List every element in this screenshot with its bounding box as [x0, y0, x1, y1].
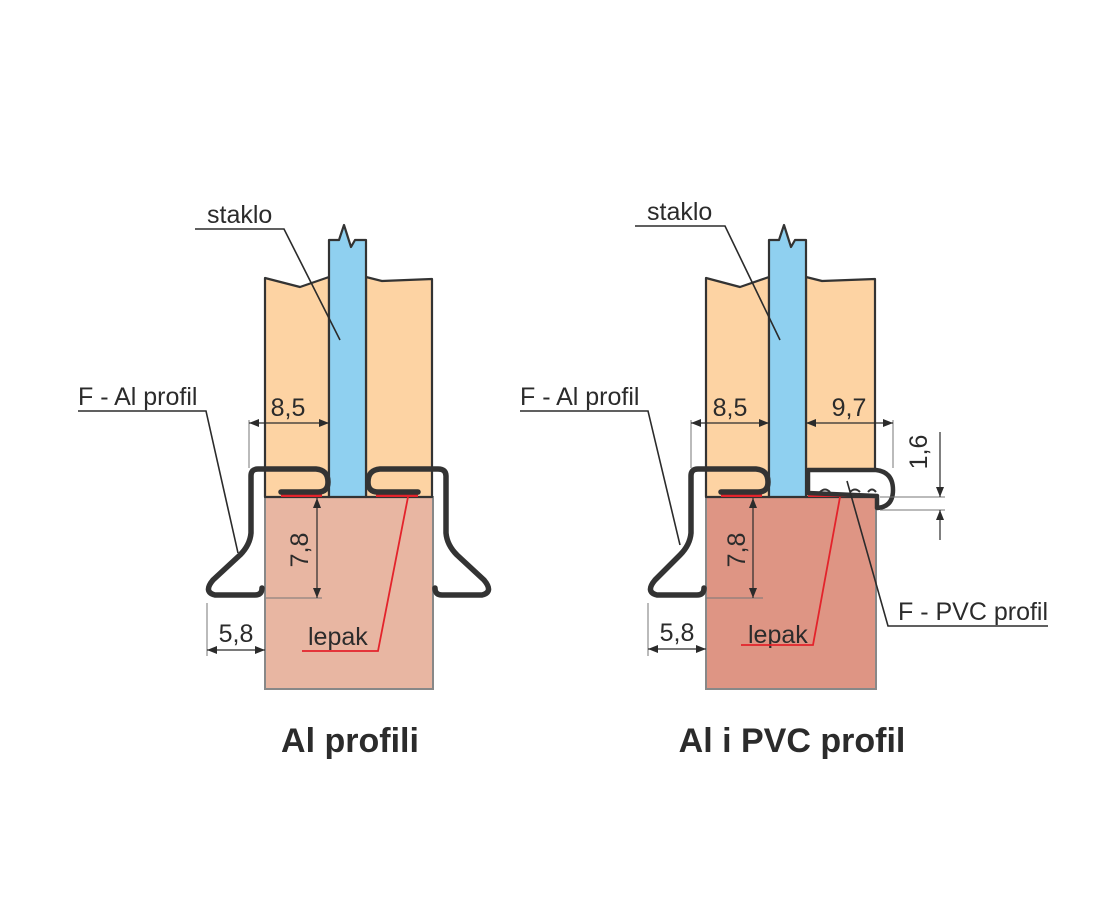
- right-dim-5-8: 5,8: [660, 619, 695, 647]
- right-detail: 8,5 9,7 1,6 7,8 5,8 staklo F - Al profil…: [520, 198, 1048, 760]
- right-base-block: [705, 496, 877, 690]
- right-label-staklo: staklo: [647, 198, 712, 226]
- left-leader-lepak: [302, 496, 409, 652]
- left-dim-8-5: 8,5: [271, 394, 306, 422]
- left-leader-al-profil: [78, 410, 239, 554]
- left-label-al-profil: F - Al profil: [78, 383, 197, 411]
- right-leader-al-profil: [520, 410, 681, 546]
- left-dim-5-8: 5,8: [219, 620, 254, 648]
- right-dim-8-5: 8,5: [713, 394, 748, 422]
- right-leader-staklo: [635, 225, 781, 341]
- right-leader-pvc-profil: [846, 480, 1048, 627]
- left-title: Al profili: [281, 722, 419, 760]
- right-al-profile: [647, 466, 771, 598]
- left-leader-staklo: [195, 228, 341, 341]
- left-label-lepak: lepak: [308, 623, 368, 651]
- left-label-staklo: staklo: [207, 201, 272, 229]
- right-pvc-profile-bumps: [819, 488, 877, 493]
- right-dim-1-6: 1,6: [905, 435, 933, 470]
- right-label-pvc-profil: F - PVC profil: [898, 598, 1048, 626]
- left-detail: 8,5 7,8 5,8 staklo F - Al profil lepak A…: [78, 201, 492, 760]
- left-frame-left: [263, 275, 331, 499]
- left-dim-7-8: 7,8: [286, 533, 314, 568]
- left-al-profile-left: [205, 466, 331, 598]
- right-dim-9-7: 9,7: [832, 394, 867, 422]
- left-frame-right: [364, 275, 434, 499]
- right-frame-left: [704, 275, 771, 499]
- right-label-al-profil: F - Al profil: [520, 383, 639, 411]
- left-al-profile-right: [365, 466, 492, 598]
- right-title: Al i PVC profil: [679, 722, 906, 760]
- right-dim-7-8: 7,8: [723, 533, 751, 568]
- right-glass-pane: [767, 223, 808, 499]
- right-pvc-profile: [805, 467, 896, 511]
- left-glass-pane: [327, 223, 368, 499]
- left-base-block: [264, 496, 434, 690]
- right-leader-lepak: [741, 496, 841, 646]
- right-frame-right: [804, 275, 877, 499]
